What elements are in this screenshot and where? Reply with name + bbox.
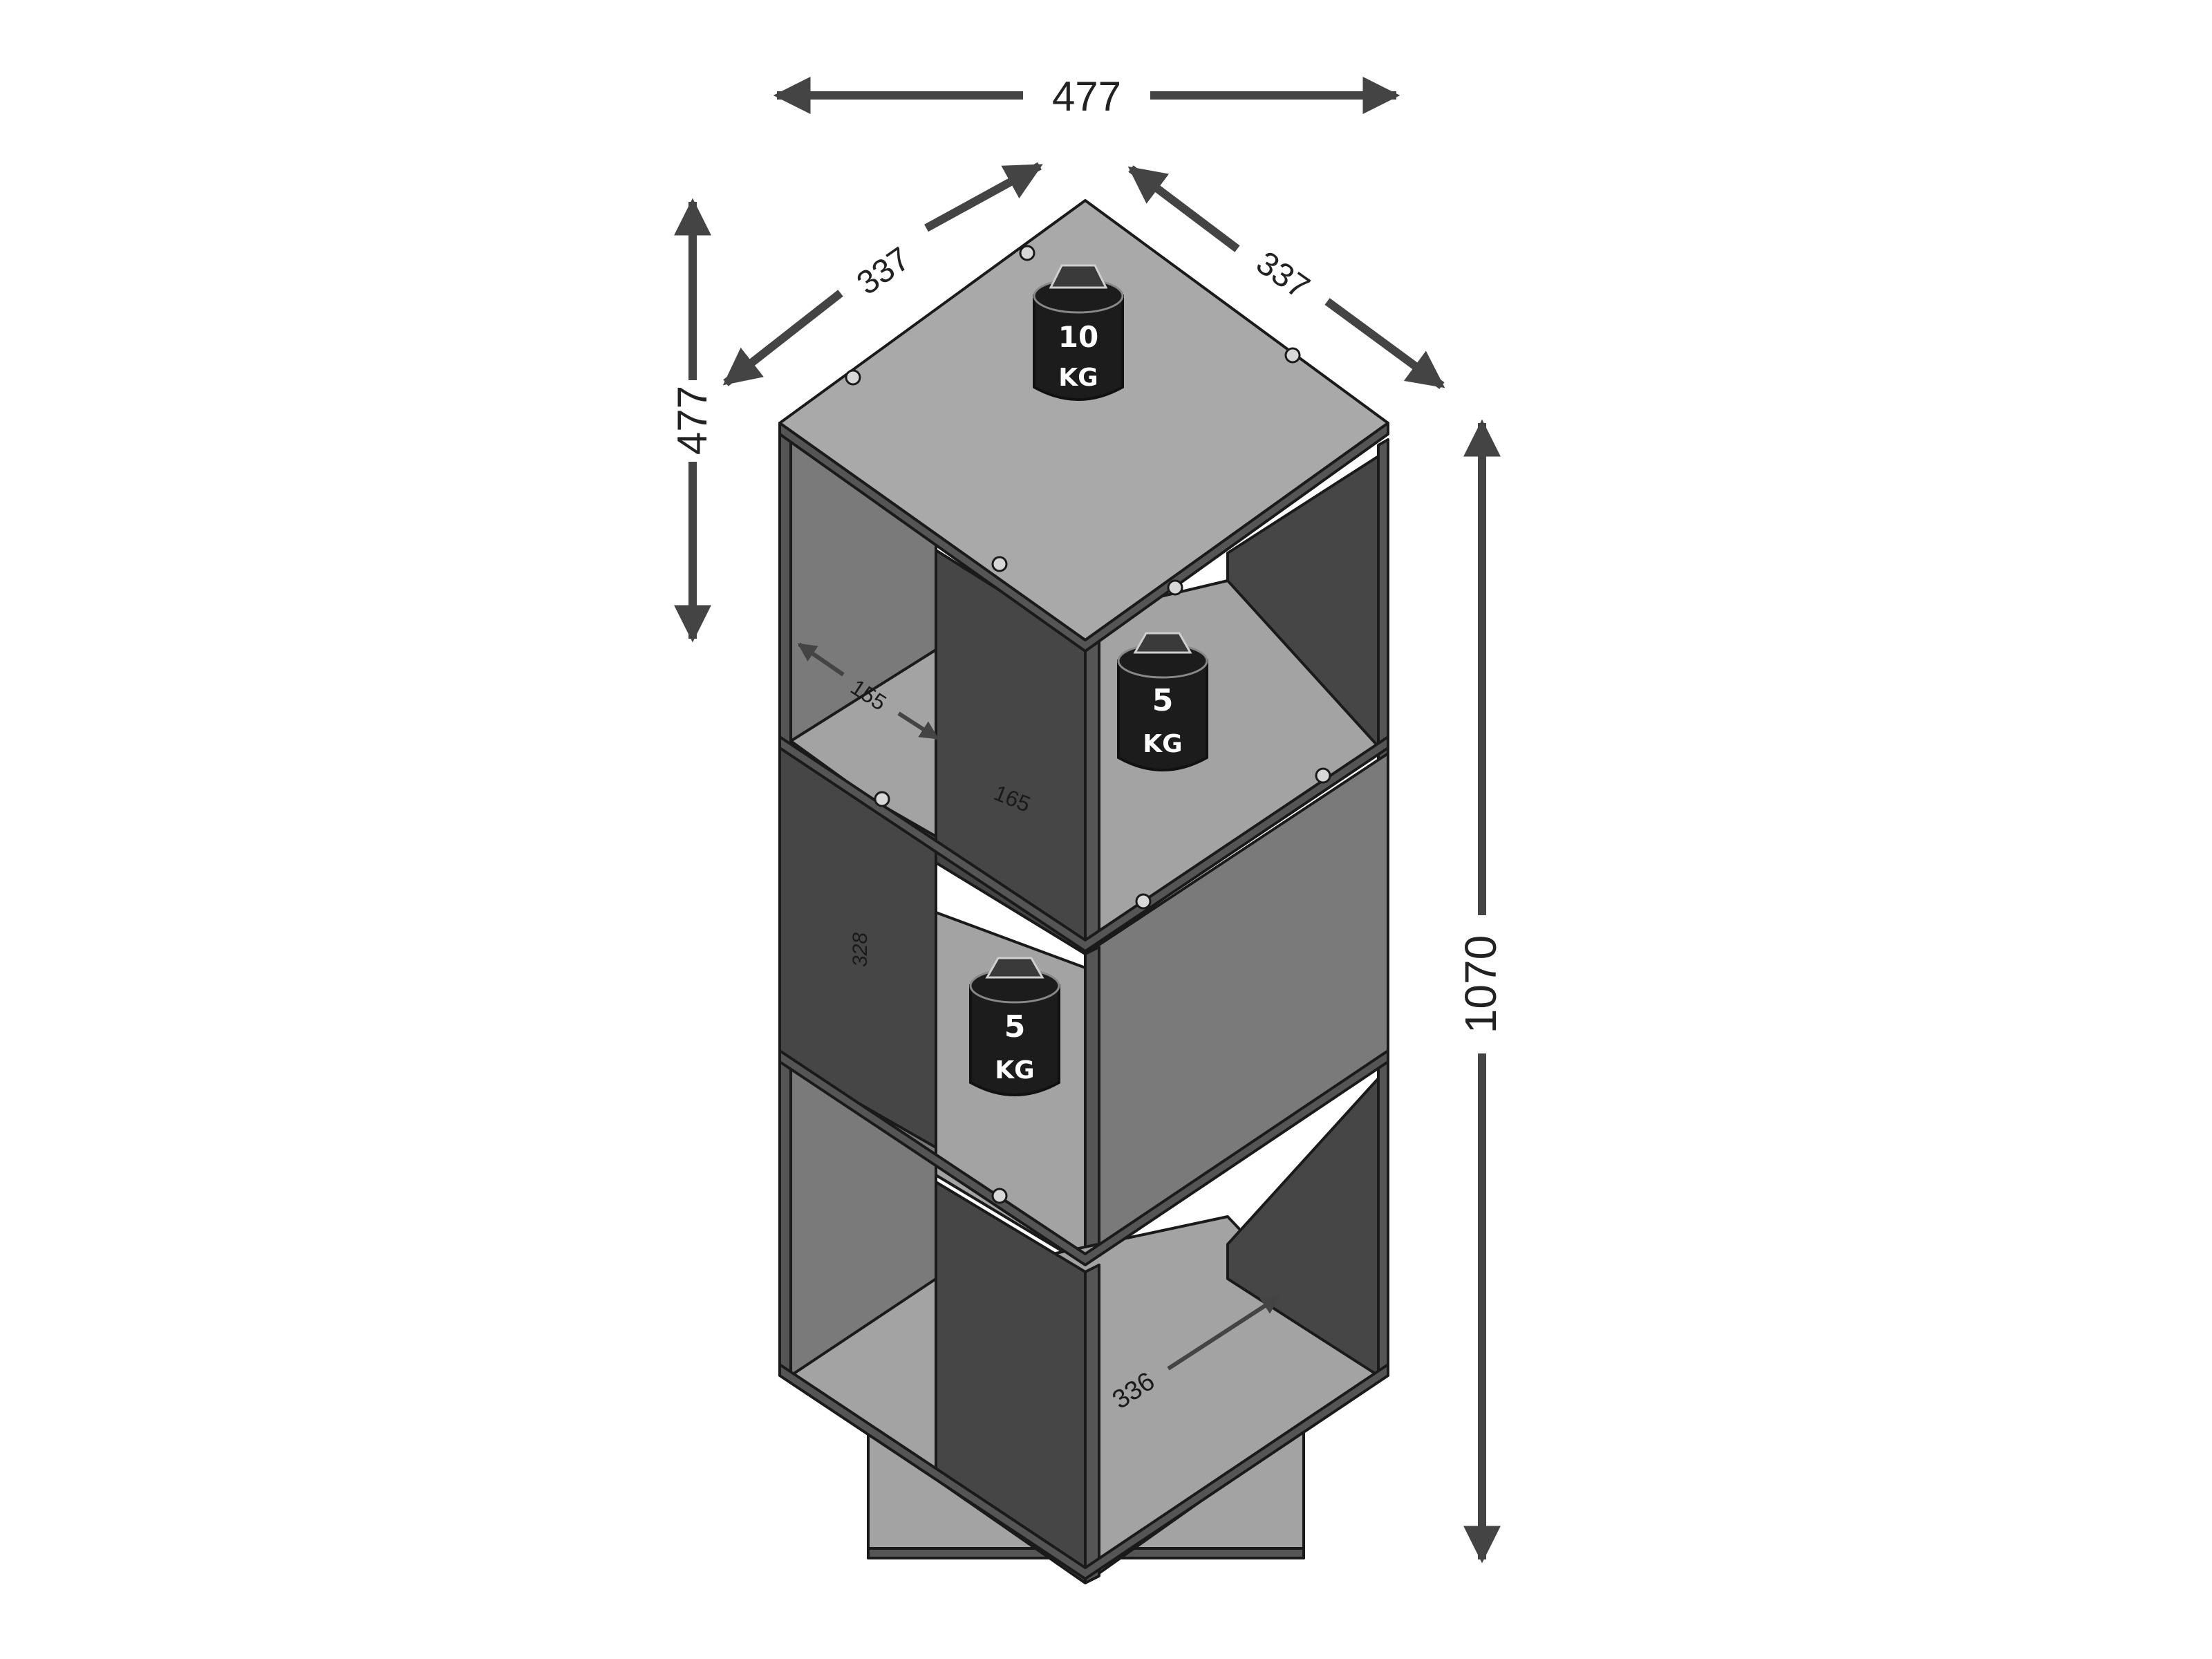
shelf-board-3 bbox=[778, 1363, 1389, 1580]
left-height-label: 477 bbox=[669, 386, 715, 455]
diag-left-label: 337 bbox=[850, 241, 917, 302]
weight-10kg-knob bbox=[1049, 264, 1108, 289]
dimension-total-height: 1070 bbox=[1456, 419, 1506, 1564]
rotating-shelf-cabinet bbox=[778, 199, 1389, 1584]
dim-336-arrow bbox=[1167, 1295, 1281, 1371]
screw-markers bbox=[845, 245, 1331, 1204]
dim-155-arrow-a bbox=[797, 642, 845, 677]
inner-dimension-328: 328 bbox=[849, 932, 872, 967]
weight-10kg: 10 KG bbox=[1033, 264, 1124, 401]
diag-left-arrow-up bbox=[924, 162, 1043, 232]
weight-10kg-unit: KG bbox=[1058, 364, 1098, 392]
total-height-label: 1070 bbox=[1456, 935, 1506, 1033]
screw-dot bbox=[991, 556, 1008, 572]
weight-5kg-upper-unit: KG bbox=[1143, 730, 1182, 758]
screw-dot bbox=[1019, 245, 1035, 261]
diag-right-arrow-up bbox=[1127, 165, 1240, 252]
top-surface-edge bbox=[778, 422, 1389, 653]
diag-right-arrow-down bbox=[1324, 298, 1445, 389]
weight-5kg-upper: 5 KG bbox=[1117, 632, 1208, 771]
screw-dot bbox=[1284, 347, 1301, 364]
screw-dot bbox=[1135, 893, 1152, 910]
shelf-board-1 bbox=[778, 735, 1389, 953]
weight-10kg-number: 10 bbox=[1058, 320, 1098, 354]
diag-right-label: 337 bbox=[1250, 245, 1316, 306]
weight-5kg-lower-body bbox=[969, 984, 1060, 1096]
weight-5kg-lower-knob bbox=[985, 957, 1044, 979]
dim-328-label: 328 bbox=[849, 932, 872, 967]
shelf-board-2 bbox=[778, 1049, 1389, 1266]
diag-left-arrow-down bbox=[722, 290, 843, 386]
screw-dot bbox=[845, 369, 861, 386]
screw-dot bbox=[991, 1188, 1008, 1204]
weight-5kg-upper-number: 5 bbox=[1152, 683, 1174, 718]
screw-dot bbox=[874, 791, 890, 807]
dim-155-arrow-b bbox=[897, 711, 939, 740]
dimension-top-width: 477 bbox=[773, 73, 1400, 120]
weight-5kg-lower-number: 5 bbox=[1004, 1009, 1026, 1044]
middle-right-panel-edge bbox=[1084, 946, 1100, 1266]
weight-5kg-lower: 5 KG bbox=[969, 957, 1060, 1096]
screw-dot bbox=[1167, 579, 1183, 596]
bottom-center-divider-edge bbox=[1084, 1264, 1100, 1584]
screw-dot bbox=[1315, 767, 1331, 784]
weight-5kg-upper-body bbox=[1117, 659, 1208, 771]
top-center-divider-edge bbox=[1084, 635, 1100, 955]
dimension-left-height: 477 bbox=[669, 198, 715, 643]
weight-10kg-body bbox=[1033, 294, 1124, 401]
weight-5kg-lower-unit: KG bbox=[995, 1056, 1034, 1085]
weight-5kg-upper-knob bbox=[1133, 632, 1192, 654]
top-width-label: 477 bbox=[1052, 73, 1121, 120]
